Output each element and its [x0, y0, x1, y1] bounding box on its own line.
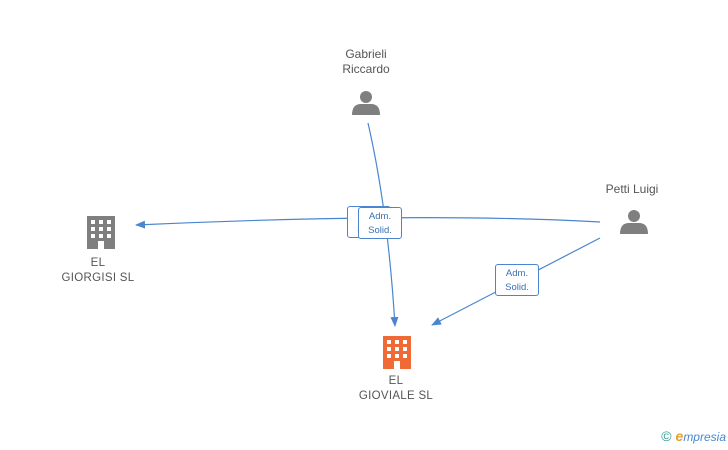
brand-logo: ©empresia: [661, 428, 726, 444]
person-name-gabrieli[interactable]: Gabrieli Riccardo: [342, 47, 390, 76]
person-name-petti[interactable]: Petti Luigi: [605, 182, 659, 196]
copyright-icon: ©: [661, 428, 672, 444]
edge-label-petti-gioviale: Adm. Solid.: [495, 264, 539, 296]
brand-initial: e: [675, 428, 684, 444]
brand-name: mpresia: [683, 430, 726, 444]
person-icon[interactable]: [620, 210, 648, 234]
building-icon-highlighted[interactable]: [383, 336, 411, 369]
company-name-gioviale[interactable]: EL GIOVIALE SL: [358, 375, 434, 402]
building-icon[interactable]: [87, 216, 115, 249]
edge-label-gabrieli-gioviale: Adm. Solid.: [358, 207, 402, 239]
company-name-giorgisi[interactable]: EL GIORGISI SL: [61, 257, 135, 284]
person-icon[interactable]: [352, 91, 380, 115]
